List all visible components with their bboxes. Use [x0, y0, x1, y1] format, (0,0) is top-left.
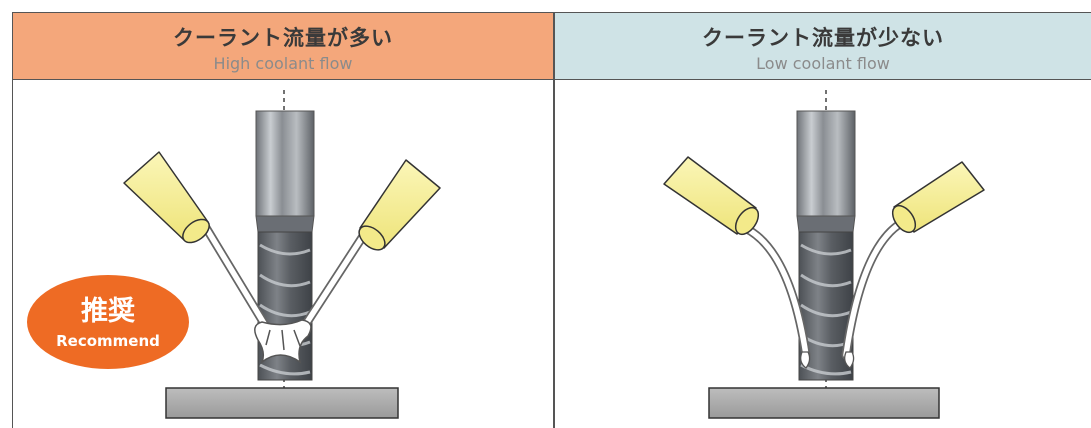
- right-workpiece: [708, 387, 940, 419]
- right-title-en: Low coolant flow: [756, 54, 890, 73]
- left-title-en: High coolant flow: [213, 54, 353, 73]
- right-tool-neck: [796, 215, 856, 233]
- badge-jp: 推奨: [81, 296, 136, 327]
- left-workpiece: [165, 387, 399, 419]
- right-coolant-drips: [800, 351, 855, 369]
- left-title-jp: クーラント流量が多い: [173, 26, 393, 50]
- right-nozzle-right: [841, 161, 985, 360]
- right-panel-header: クーラント流量が少ない Low coolant flow: [555, 13, 1091, 80]
- left-coolant-splash: [254, 319, 312, 365]
- left-nozzle-left: [123, 151, 273, 335]
- left-panel-header: クーラント流量が多い High coolant flow: [13, 13, 553, 80]
- right-nozzle-left: [663, 156, 811, 360]
- comparison-table: [12, 12, 1091, 428]
- left-tool-shank: [255, 110, 315, 217]
- right-tool-shank: [796, 110, 856, 217]
- right-illustration: [663, 90, 985, 419]
- left-nozzle-right: [297, 159, 441, 335]
- badge-en: Recommend: [56, 332, 160, 350]
- right-title-jp: クーラント流量が少ない: [702, 26, 944, 50]
- left-illustration: [123, 90, 441, 419]
- panel-divider: [553, 12, 555, 428]
- recommend-badge: 推奨 Recommend: [27, 275, 189, 369]
- left-tool-neck: [255, 215, 315, 233]
